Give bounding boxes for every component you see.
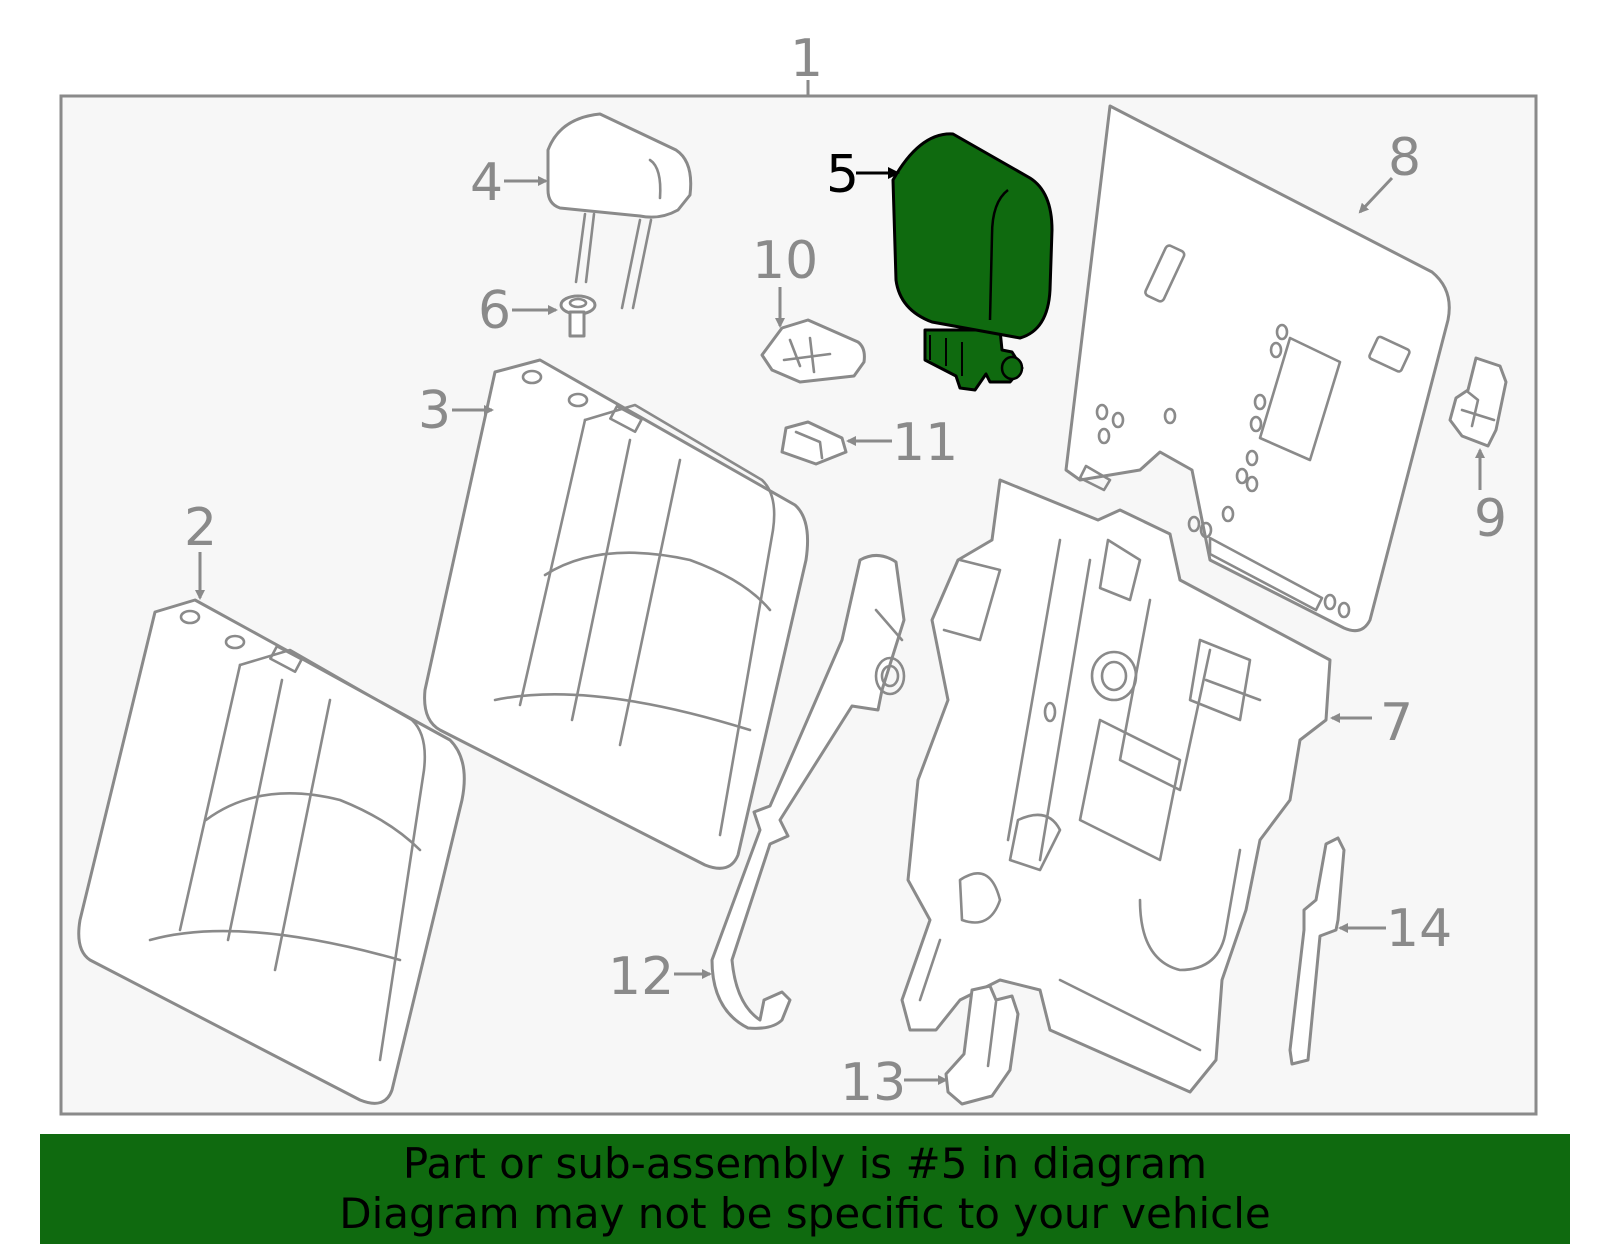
callout-10: 10 xyxy=(752,231,818,291)
callout-14: 14 xyxy=(1386,899,1452,959)
callout-5: 5 xyxy=(826,145,859,205)
part-13-trim-cover xyxy=(944,984,1020,1106)
banner-line-1: Part or sub-assembly is #5 in diagram xyxy=(402,1139,1208,1188)
part-11-clip xyxy=(780,420,848,466)
part-3-seatback-cover xyxy=(423,358,810,870)
part-4-headrest xyxy=(546,112,693,310)
callout-8-arrow xyxy=(1358,176,1394,214)
callout-7: 7 xyxy=(1380,693,1413,753)
callout-6: 6 xyxy=(478,281,511,341)
part-7-seatback-frame xyxy=(900,478,1332,1094)
callout-3: 3 xyxy=(418,381,451,441)
callout-1: 1 xyxy=(790,29,823,89)
callout-13: 13 xyxy=(840,1053,906,1113)
callout-11: 11 xyxy=(892,413,958,473)
part-10-latch-cover xyxy=(760,318,866,384)
banner-line-2: Diagram may not be specific to your vehi… xyxy=(339,1189,1271,1238)
callout-4: 4 xyxy=(470,153,503,213)
part-5-headrest-highlighted xyxy=(891,132,1054,392)
info-banner: Part or sub-assembly is #5 in diagram Di… xyxy=(40,1134,1570,1244)
part-14-rod xyxy=(1288,836,1346,1066)
callout-9: 9 xyxy=(1474,489,1507,549)
part-2-seatback-cover xyxy=(77,598,466,1105)
part-8-back-panel xyxy=(1064,104,1451,633)
part-6-headrest-guide xyxy=(559,294,597,338)
callout-12: 12 xyxy=(608,947,674,1007)
callout-2: 2 xyxy=(184,498,217,558)
part-9-latch-bracket xyxy=(1448,356,1508,448)
part-12-belt-guide xyxy=(710,554,906,1030)
callout-8: 8 xyxy=(1388,128,1421,188)
